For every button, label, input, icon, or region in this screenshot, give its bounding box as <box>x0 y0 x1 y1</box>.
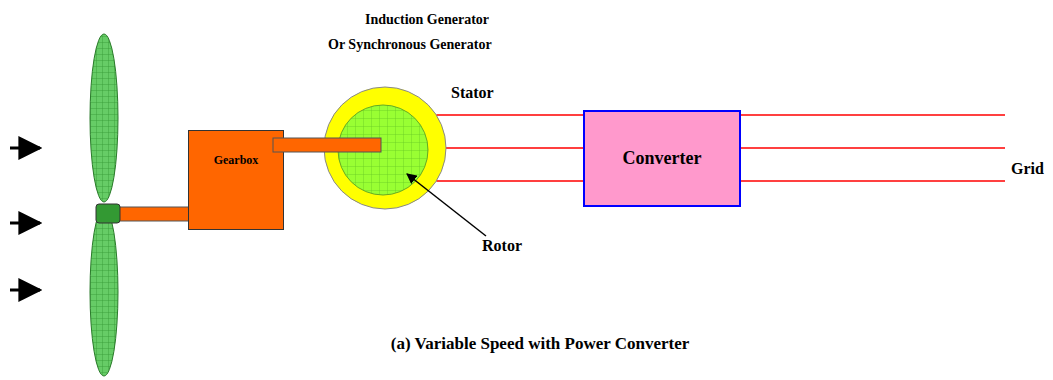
node-label: Gearbox <box>189 153 283 168</box>
node-label: Converter <box>623 148 702 169</box>
rotor-leader <box>407 174 486 236</box>
blade <box>90 208 118 376</box>
part-label: Rotor <box>482 237 522 255</box>
wind-arrows <box>10 148 40 290</box>
power-cable <box>436 115 583 181</box>
figure-caption: (a) Variable Speed with Power Converter <box>290 334 790 354</box>
high-speed-shaft <box>273 138 381 152</box>
node-label: Stator <box>451 84 494 102</box>
hub <box>96 204 120 223</box>
converter-box: Converter <box>583 110 741 207</box>
generator-title: Or Synchronous Generator <box>328 37 492 53</box>
generator-circle: Stator <box>323 86 447 210</box>
gearbox-box: Gearbox <box>188 130 284 230</box>
blade <box>90 34 118 202</box>
low-speed-shaft <box>118 207 190 221</box>
grid-label: Grid <box>1011 160 1044 178</box>
grid-lines <box>741 115 1005 181</box>
stator-rotor-drawing <box>323 86 447 210</box>
generator-title: Induction Generator <box>365 12 489 28</box>
